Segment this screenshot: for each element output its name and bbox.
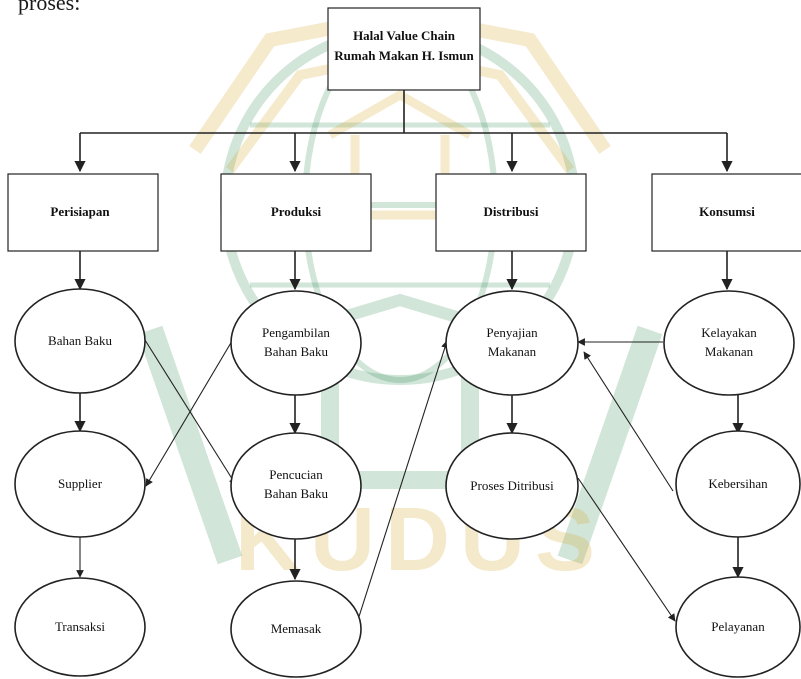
stage-title: Konsumsi [699,204,755,219]
step-pengambilan-bahan-baku: Pengambilan Bahan Baku [230,290,362,396]
step-label: Pelayanan [711,619,765,634]
root-title-line2: Rumah Makan H. Ismun [334,48,474,63]
step-label-line2: Bahan Baku [264,486,328,501]
step-label-line1: Penyajian [486,325,538,340]
step-pelayanan: Pelayanan [675,576,801,678]
top-text: proses: [18,0,80,15]
step-label-line1: Pengambilan [262,325,330,340]
stage-title: Perisiapan [50,204,110,219]
stage-title: Distribusi [484,204,539,219]
stage-konsumsi: Konsumsi [651,173,801,252]
step-proses-ditribusi: Proses Ditribusi [445,432,579,540]
step-label: Supplier [58,476,103,491]
step-supplier: Supplier [14,430,146,538]
stage-title: Produksi [271,204,322,219]
step-label-line1: Pencucian [269,467,323,482]
step-label: Transaksi [55,619,105,634]
step-bahan-baku: Bahan Baku [14,288,146,394]
step-memasak: Memasak [230,580,362,678]
step-label-line2: Bahan Baku [264,344,328,359]
step-label-line2: Makanan [488,344,537,359]
step-transaksi: Transaksi [14,577,146,677]
step-pencucian-bahan-baku: Pencucian Bahan Baku [230,432,362,540]
root-node: Halal Value Chain Rumah Makan H. Ismun [327,7,481,91]
step-label: Kebersihan [708,476,768,491]
step-label-line2: Makanan [705,344,754,359]
step-label: Proses Ditribusi [470,478,554,493]
step-penyajian-makanan: Penyajian Makanan [445,290,579,396]
root-title-line1: Halal Value Chain [353,28,456,43]
stage-distribusi: Distribusi [435,173,587,252]
edges [74,90,744,627]
step-label: Memasak [271,621,322,636]
stage-perisiapan: Perisiapan [7,173,159,252]
step-kelayakan-makanan: Kelayakan Makanan [663,290,795,396]
step-label-line1: Kelayakan [701,325,757,340]
step-label: Bahan Baku [48,333,112,348]
stage-produksi: Produksi [220,173,372,252]
step-kebersihan: Kebersihan [675,430,801,538]
